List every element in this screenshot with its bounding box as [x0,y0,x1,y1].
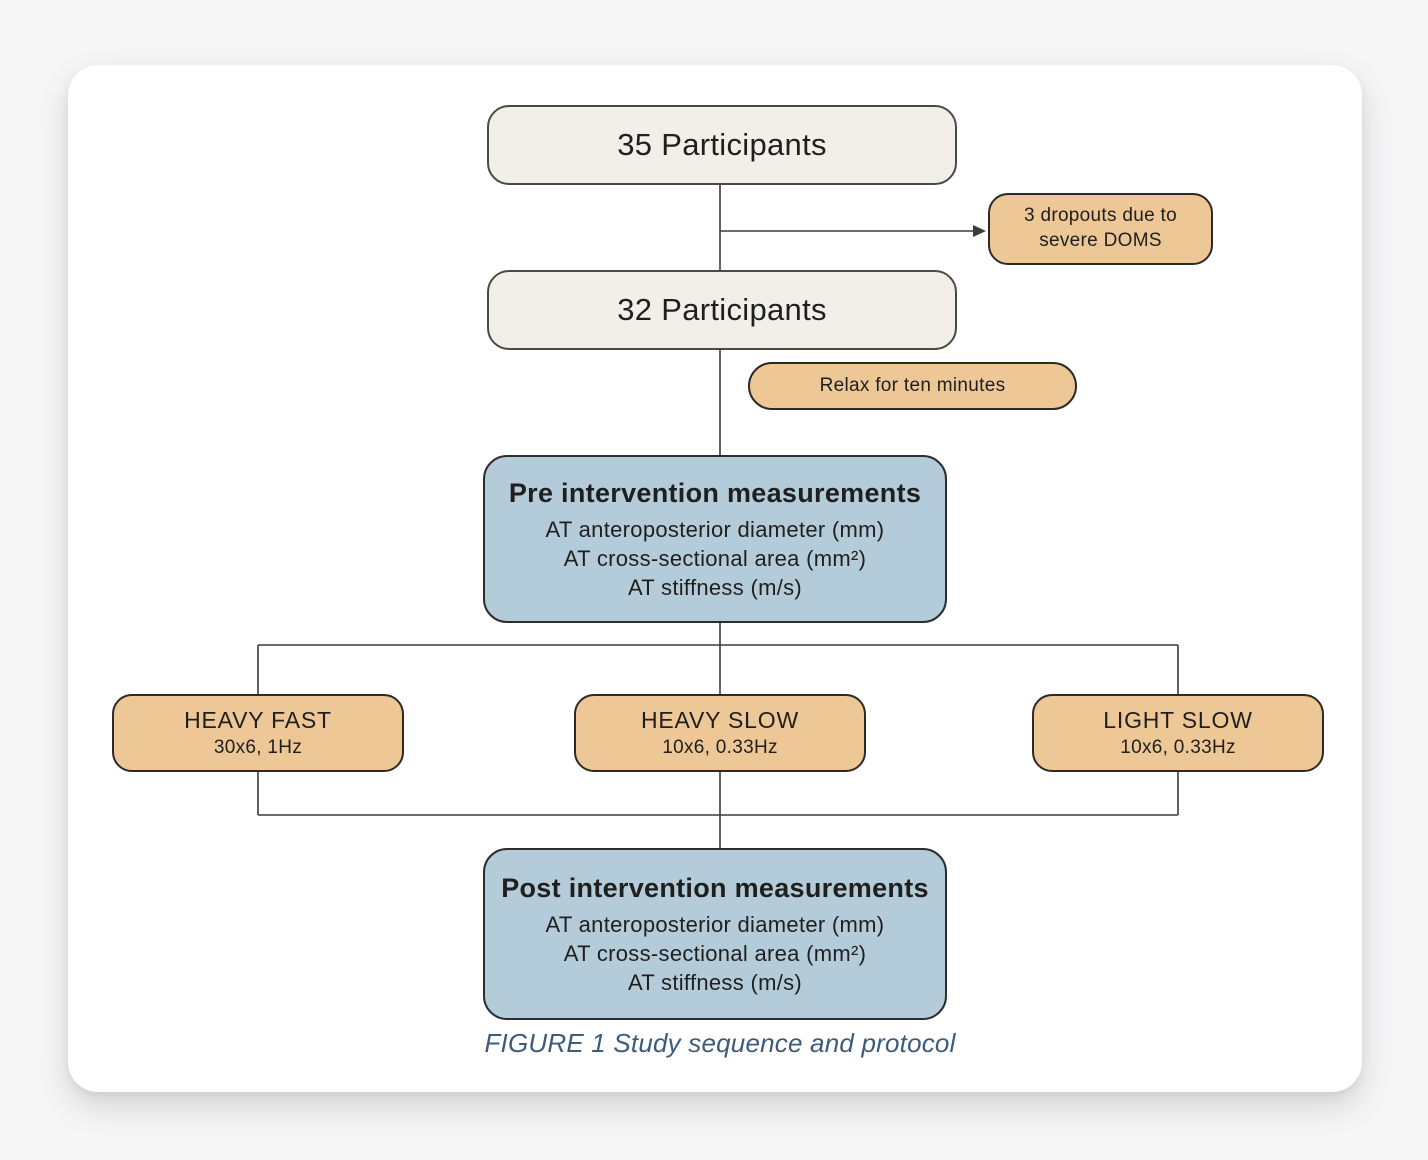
relax-label: Relax for ten minutes [819,375,1006,396]
participants-after-label: 32 Participants [617,292,827,327]
node-post-measurements: Post intervention measurements AT antero… [483,848,947,1020]
node-branch-heavy-slow: HEAVY SLOW 10x6, 0.33Hz [574,694,866,772]
post-title: Post intervention measurements [501,873,929,904]
pre-line-area: AT cross-sectional area (mm²) [563,545,867,571]
figure-caption: FIGURE 1 Study sequence and protocol [484,1028,956,1058]
dropout-label-line2: severe DOMS [1039,230,1162,251]
branch-heavy-fast-detail: 30x6, 1Hz [213,737,303,758]
branch-light-slow-title: LIGHT SLOW [1103,707,1253,733]
node-branch-heavy-fast: HEAVY FAST 30x6, 1Hz [112,694,404,772]
pre-title: Pre intervention measurements [508,478,922,509]
branch-heavy-slow-title: HEAVY SLOW [641,707,799,733]
pre-line-stiffness: AT stiffness (m/s) [627,574,803,600]
branch-light-slow-detail: 10x6, 0.33Hz [1120,737,1236,758]
participants-initial-label: 35 Participants [617,127,827,162]
branch-heavy-fast-title: HEAVY FAST [184,707,332,733]
branch-heavy-slow-detail: 10x6, 0.33Hz [662,737,778,758]
post-line-diameter: AT anteroposterior diameter (mm) [545,911,885,937]
pre-line-diameter: AT anteroposterior diameter (mm) [545,516,885,542]
node-participants-initial: 35 Participants [487,105,957,185]
node-relax: Relax for ten minutes [748,362,1077,410]
node-branch-light-slow: LIGHT SLOW 10x6, 0.33Hz [1032,694,1324,772]
dropout-label-line1: 3 dropouts due to [1024,205,1177,227]
node-participants-after: 32 Participants [487,270,957,350]
node-pre-measurements: Pre intervention measurements AT anterop… [483,455,947,623]
post-line-area: AT cross-sectional area (mm²) [563,940,867,966]
post-line-stiffness: AT stiffness (m/s) [627,969,803,995]
node-dropout: 3 dropouts due to severe DOMS [988,193,1213,265]
